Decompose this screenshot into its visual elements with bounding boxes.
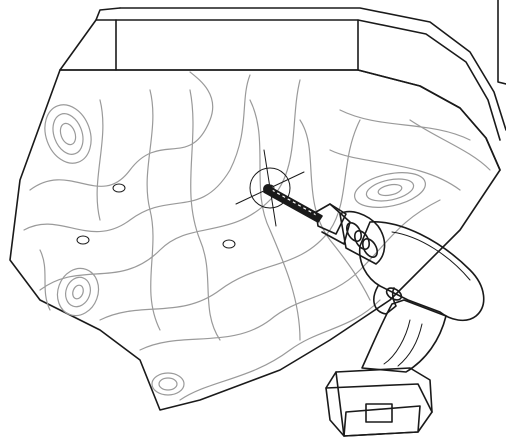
wall-bracket [497,0,506,85]
top-trim [59,7,506,171]
pilot-hole [76,235,90,245]
wood-grain [23,71,491,401]
wooden-panel [9,69,501,411]
pilot-hole [112,183,126,193]
pilot-hole [222,239,236,249]
drill-bit [263,184,323,223]
cordless-drill [263,184,485,437]
